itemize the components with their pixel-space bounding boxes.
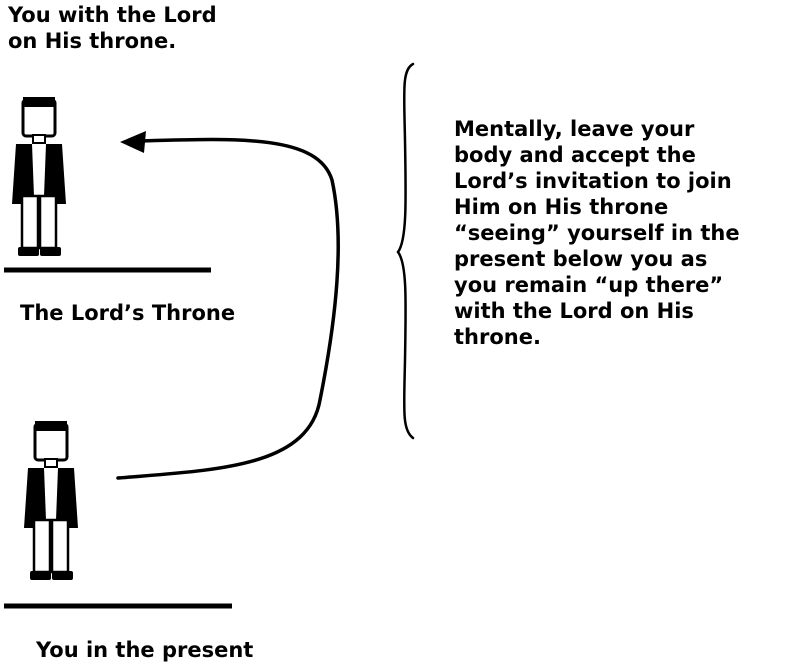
caption-line: You with the Lord [8, 3, 217, 27]
instructions-line: throne. [454, 325, 541, 349]
instructions-line: “seeing” yourself in the [454, 221, 740, 245]
instructions-line: with the Lord on His [454, 299, 694, 323]
person-figure-upper-icon [12, 97, 66, 256]
instructions-line: you remain “up there” [454, 273, 724, 297]
curly-brace-icon [396, 62, 415, 440]
throne-label: The Lord’s Throne [20, 301, 236, 325]
instructions-line: Mentally, leave your [454, 117, 695, 141]
instructions-line: Lord’s invitation to join [454, 169, 732, 193]
instructions-line: Him on His throne [454, 195, 669, 219]
instructions-line: body and accept the [454, 143, 696, 167]
caption-you-in-the-present: You in the present [36, 638, 254, 662]
arrowhead-icon [120, 131, 146, 153]
instructions-line: present below you as [454, 247, 708, 271]
instructions-text: Mentally, leave your body and accept the… [454, 116, 740, 350]
caption-you-with-the-lord: You with the Lord on His throne. [8, 2, 217, 54]
person-figure-lower-icon [24, 421, 78, 580]
ascend-arrow-path [116, 137, 340, 480]
caption-line: on His throne. [8, 29, 177, 53]
